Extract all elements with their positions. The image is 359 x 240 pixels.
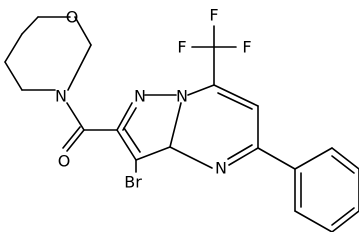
pyrimidine-ring [169,84,259,169]
bond [187,84,215,96]
bond [169,146,213,169]
phenyl-ring [257,147,359,232]
atom-label-fluorine-top: F [209,6,218,25]
atom-label-bromine: Br [124,173,142,192]
bond [213,84,259,107]
bond [217,92,253,110]
atom-label-fluorine-left: F [177,38,186,57]
bond [123,127,141,153]
atom-label-morpholine-n: N [55,87,67,106]
molecule-drawing: O N O N N N Br F F F [4,6,359,232]
bond [331,155,355,174]
morpholine-ring [4,16,92,91]
bond [74,16,92,46]
bond [116,129,137,161]
bond [331,207,355,226]
bond [294,147,333,170]
bond [66,102,85,131]
bond [122,107,137,131]
structure-canvas: O N O N N N Br F F F [4,5,359,232]
atom-label-bridge-n: N [176,87,188,106]
bond [21,16,39,35]
pyrazole-ring [116,94,182,161]
bond [227,144,253,160]
bond [169,102,182,148]
bond [4,33,23,63]
trifluoromethyl-group [191,25,237,86]
atom-label-pyrazole-n1: N [134,87,146,106]
bond [228,147,259,166]
atom-label-fluorine-right: F [242,38,251,57]
atom-label-morpholine-o: O [66,8,79,27]
carbonyl-linker [62,102,118,152]
bond [331,147,359,170]
bond [331,210,359,232]
bond [66,129,85,152]
atom-label-carbonyl-o: O [58,152,71,171]
atom-label-pyrimidine-n: N [215,159,227,178]
bond [257,147,296,170]
bond [62,126,81,149]
bond [4,61,23,91]
bond [116,102,133,131]
bond [135,146,171,161]
bond [67,44,92,91]
bond [294,210,333,232]
